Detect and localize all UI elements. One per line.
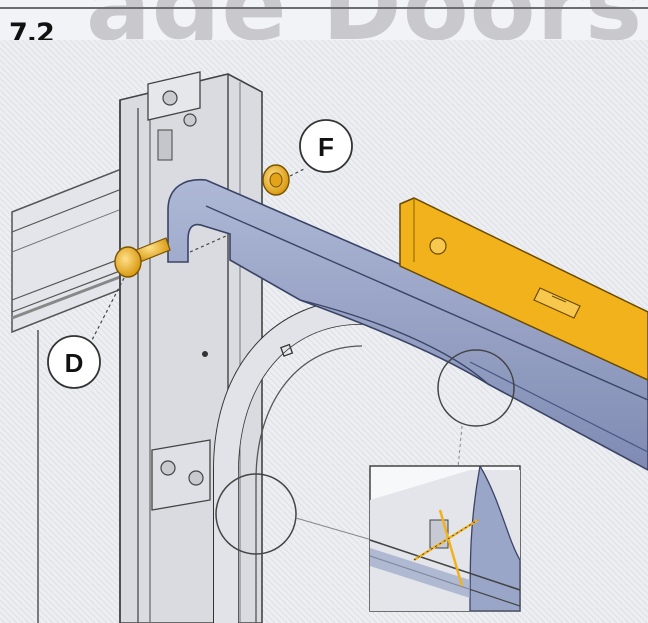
horizontal-track — [167, 178, 648, 471]
spirit-level-icon — [399, 197, 648, 381]
magnifier-circle-icon — [215, 473, 297, 555]
nut-icon — [262, 164, 290, 196]
inset-leader — [295, 517, 373, 541]
callout-d-label: D — [65, 348, 84, 378]
header-rule — [0, 7, 648, 9]
callout-f-label: F — [318, 132, 334, 162]
callout-d: D — [47, 335, 101, 389]
inset-leader — [457, 425, 463, 469]
bolt-path-line — [189, 235, 227, 253]
vertical-frame — [119, 71, 263, 623]
magnifier-circle-icon — [437, 349, 515, 427]
callout-f-leader — [289, 167, 307, 177]
callout-f: F — [299, 119, 353, 173]
detail-inset — [369, 465, 521, 612]
bolt-icon — [114, 237, 171, 278]
